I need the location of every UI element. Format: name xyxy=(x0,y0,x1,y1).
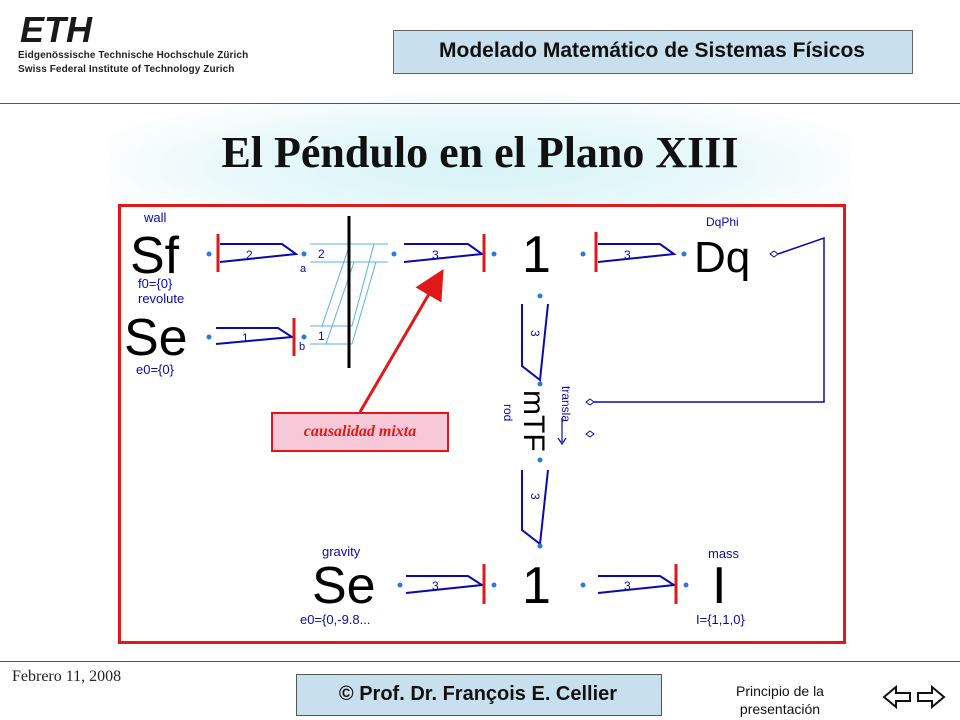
eth-logo-text: ETH xyxy=(20,12,93,46)
navigation-arrows xyxy=(882,684,946,710)
one-junction-bottom: 1 xyxy=(522,557,551,615)
course-title-box xyxy=(393,30,913,74)
wall-symbol: Sf xyxy=(130,227,180,285)
bond-mtf-to-one: 3 xyxy=(521,457,549,549)
bond-to-dqphi-number: 3 xyxy=(624,248,631,262)
bond-mux-out-number: 3 xyxy=(432,248,439,262)
footer-divider xyxy=(0,661,960,662)
footer-date: Febrero 11, 2008 xyxy=(12,668,122,685)
mass-param: I={1,1,0} xyxy=(696,612,745,627)
back-arrow-icon[interactable] xyxy=(882,684,911,710)
mtf-symbol: mTF xyxy=(517,390,550,452)
bond-to-mass: 3 xyxy=(597,564,689,604)
institution-german: Eidgenössische Technische Hochschule Zür… xyxy=(18,50,249,61)
bond-gravity-number: 3 xyxy=(432,579,439,593)
mux-port-b: b xyxy=(299,341,305,353)
bond-revolute: 1 xyxy=(206,318,307,356)
start-link-line-1: Principio de la xyxy=(736,683,824,699)
bond-one-to-mtf-number: 3 xyxy=(528,330,542,337)
institution-english: Swiss Federal Institute of Technology Zu… xyxy=(18,64,235,75)
mtf-rod-label: rod xyxy=(501,404,515,421)
bond-wall: 2 xyxy=(206,234,307,272)
eth-logo: ETH xyxy=(20,12,93,46)
start-presentation-link[interactable]: Principio de la presentación xyxy=(700,682,860,718)
bond-to-mass-number: 3 xyxy=(624,579,631,593)
author-box xyxy=(296,674,662,716)
mux-upper-number: 2 xyxy=(318,247,325,261)
revolute-label: revolute xyxy=(138,291,184,306)
mux-port-a: a xyxy=(300,263,307,275)
revolute-param: e0={0} xyxy=(136,362,175,377)
bond-gravity: 3 xyxy=(405,564,497,604)
gravity-param: e0={0,-9.8... xyxy=(300,612,370,627)
slide-title: El Péndulo en el Plano XIII xyxy=(221,128,739,177)
bond-mux-out: 3 xyxy=(403,234,497,272)
bond-revolute-number: 1 xyxy=(242,331,249,345)
causality-callout: causalidad mixta xyxy=(271,412,449,452)
course-title: Modelado Matemático de Sistemas Físicos xyxy=(439,39,865,62)
mtf-transla-label: transla xyxy=(559,386,573,422)
mux-block: a b 2 1 xyxy=(299,216,397,368)
revolute-symbol: Se xyxy=(124,309,188,367)
wall-param: f0={0} xyxy=(138,276,173,291)
mass-symbol: I xyxy=(712,557,726,615)
mux-lower-number: 1 xyxy=(318,329,325,343)
diagram-frame xyxy=(118,204,846,644)
dqphi-label: DqPhi xyxy=(706,215,739,229)
author-credit: © Prof. Dr. François E. Cellier xyxy=(338,683,618,705)
bond-mtf-to-one-number: 3 xyxy=(528,493,542,500)
signal-wire xyxy=(585,236,825,438)
start-link-line-2: presentación xyxy=(739,701,821,717)
bond-to-dqphi: 3 xyxy=(594,232,687,272)
wall-label: wall xyxy=(143,210,167,225)
header-divider xyxy=(0,103,960,104)
forward-arrow-icon[interactable] xyxy=(917,684,946,710)
bond-wall-number: 2 xyxy=(246,248,253,262)
mass-label: mass xyxy=(708,546,740,561)
gravity-symbol: Se xyxy=(312,557,376,615)
one-junction-top: 1 xyxy=(522,226,551,284)
callout-arrow xyxy=(358,269,444,413)
dqphi-symbol: Dq xyxy=(694,233,750,282)
bond-one-to-mtf: 3 xyxy=(521,293,549,387)
gravity-label: gravity xyxy=(322,544,361,559)
